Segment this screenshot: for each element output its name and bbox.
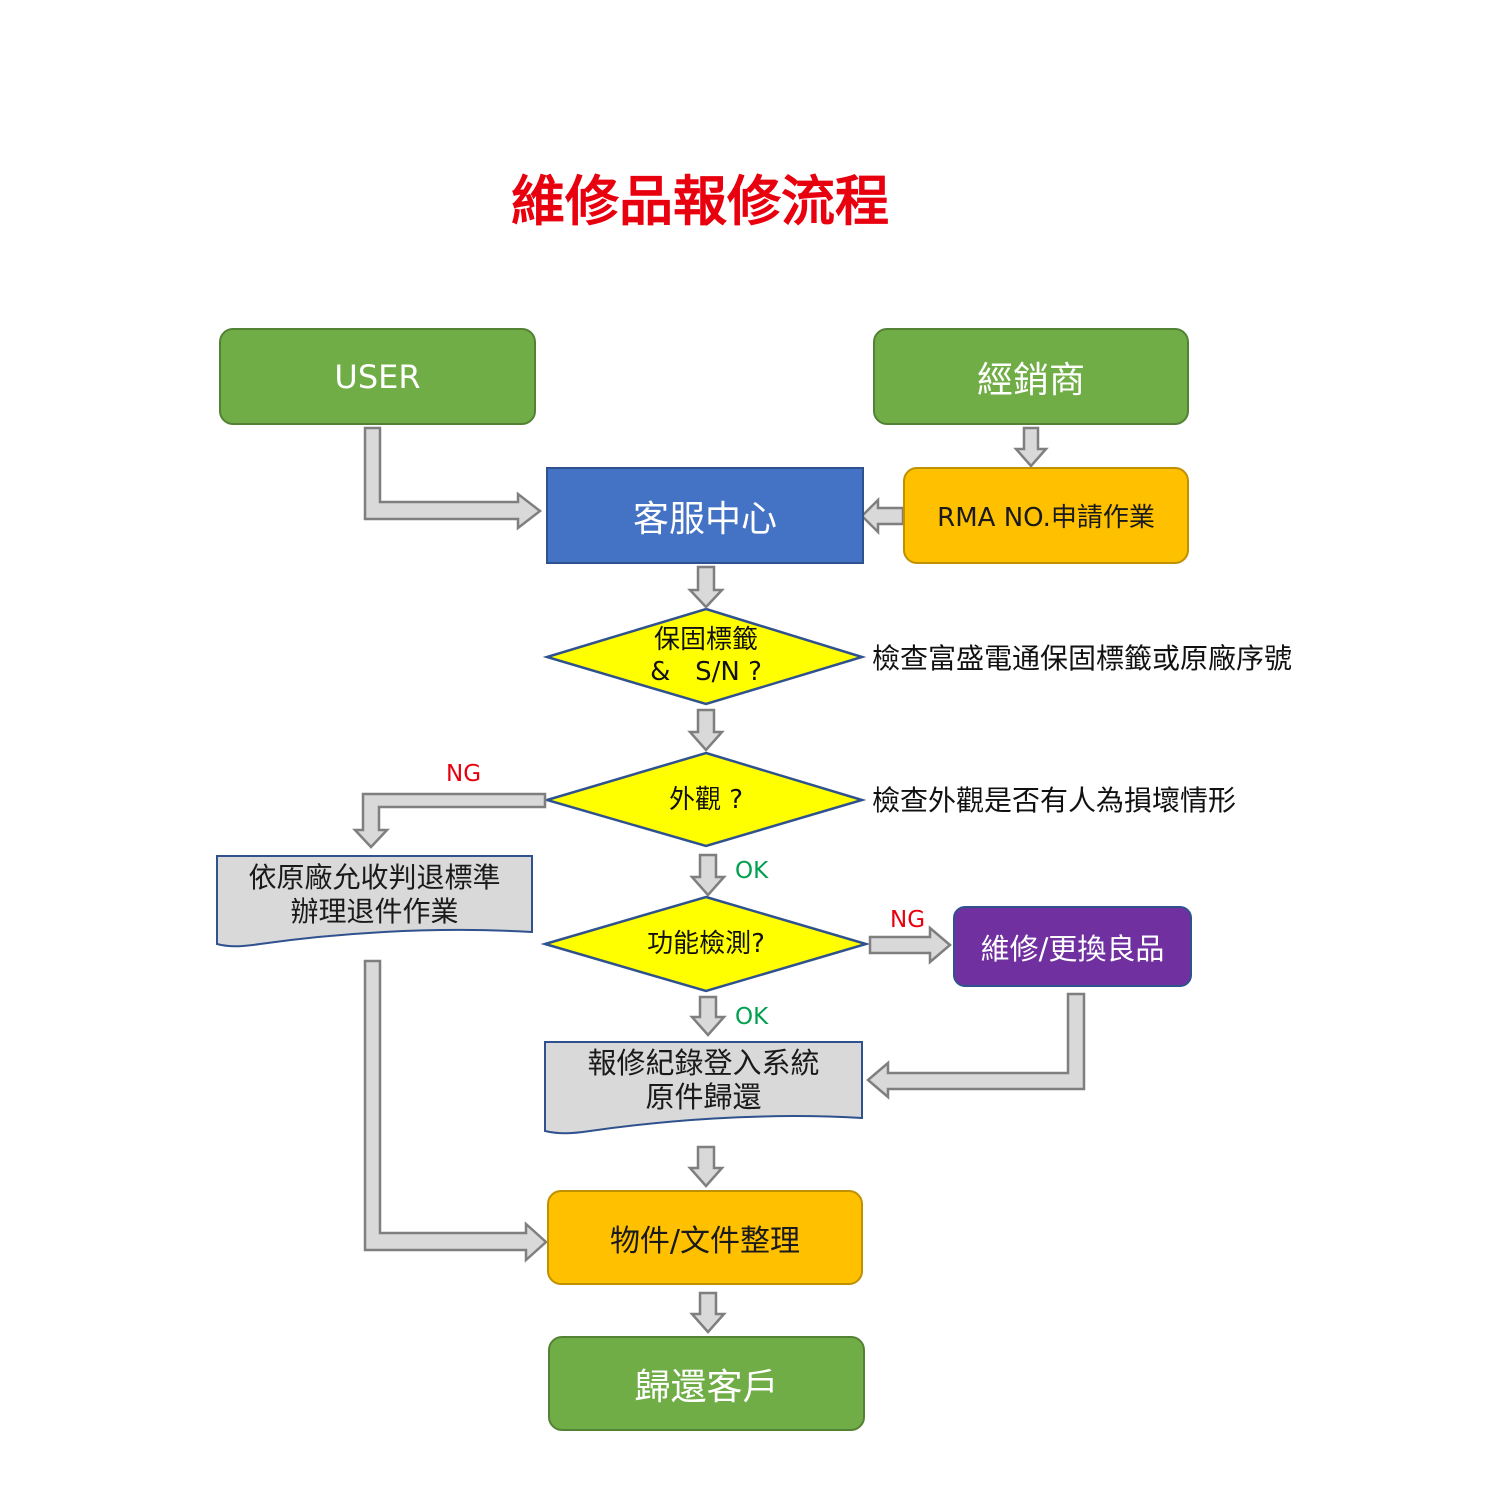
arrow-appearance-ng xyxy=(352,792,547,849)
appearance-ok-label: OK xyxy=(735,858,769,884)
repair-replace-label: 維修/更換良品 xyxy=(980,931,1165,966)
return-standard-line2: 辦理退件作業 xyxy=(290,895,459,928)
service-center-label: 客服中心 xyxy=(632,498,777,540)
warranty-check-line2: & S/N ? xyxy=(650,657,762,687)
appearance-ng-label: NG xyxy=(446,761,482,787)
record-system-line1: 報修紀錄登入系統 xyxy=(587,1046,820,1080)
return-customer-label: 歸還客戶 xyxy=(634,1366,779,1408)
return-standard-doc-shape xyxy=(216,855,533,948)
user-label: USER xyxy=(334,357,421,396)
function-test-label: 功能檢測? xyxy=(647,929,765,959)
warranty-note: 檢查富盛電通保固標籤或原廠序號 xyxy=(872,642,1293,675)
rma-label: RMA NO.申請作業 xyxy=(937,503,1155,533)
arrow-service-to-warranty xyxy=(687,565,725,609)
arrow-repair-to-record xyxy=(866,992,1086,1100)
record-system-label: 報修紀錄登入系統 原件歸還 xyxy=(545,1046,862,1114)
return-customer-box: 歸還客戶 xyxy=(548,1336,865,1431)
arrow-dealer-to-rma xyxy=(1013,426,1049,468)
function-ok-label: OK xyxy=(735,1004,769,1030)
record-system-line2: 原件歸還 xyxy=(645,1080,762,1114)
arrow-record-to-organize xyxy=(687,1145,725,1188)
dealer-label: 經銷商 xyxy=(976,359,1085,401)
organize-box: 物件/文件整理 xyxy=(547,1190,863,1285)
arrow-appearance-to-function xyxy=(689,853,727,897)
appearance-note: 檢查外觀是否有人為損壞情形 xyxy=(872,784,1237,817)
page-title: 維修品報修流程 xyxy=(511,169,889,233)
arrow-warranty-to-appearance xyxy=(687,708,725,752)
rma-box: RMA NO.申請作業 xyxy=(903,467,1189,564)
arrow-return-to-organize xyxy=(363,959,548,1263)
service-center-box: 客服中心 xyxy=(546,467,864,564)
user-box: USER xyxy=(219,328,536,425)
appearance-check-label: 外觀 ? xyxy=(668,785,744,815)
repair-replace-box: 維修/更換良品 xyxy=(953,906,1192,987)
appearance-check-diamond xyxy=(542,751,867,848)
record-system-doc-shape xyxy=(544,1041,863,1135)
arrow-user-to-service xyxy=(363,426,543,531)
return-standard-line1: 依原廠允收判退標準 xyxy=(248,861,501,894)
function-test-diamond xyxy=(540,895,871,993)
arrow-function-to-record xyxy=(689,995,727,1037)
arrow-rma-to-service xyxy=(860,496,905,536)
arrow-function-ng xyxy=(868,925,952,965)
dealer-box: 經銷商 xyxy=(873,328,1189,425)
arrow-organize-to-return xyxy=(689,1291,727,1334)
warranty-check-label: 保固標籤 & S/N ? xyxy=(586,624,826,688)
function-ng-label: NG xyxy=(890,907,926,933)
return-standard-label: 依原廠允收判退標準 辦理退件作業 xyxy=(217,861,532,929)
warranty-check-line1: 保固標籤 xyxy=(653,625,758,655)
organize-label: 物件/文件整理 xyxy=(609,1223,801,1259)
warranty-check-diamond xyxy=(542,607,867,706)
